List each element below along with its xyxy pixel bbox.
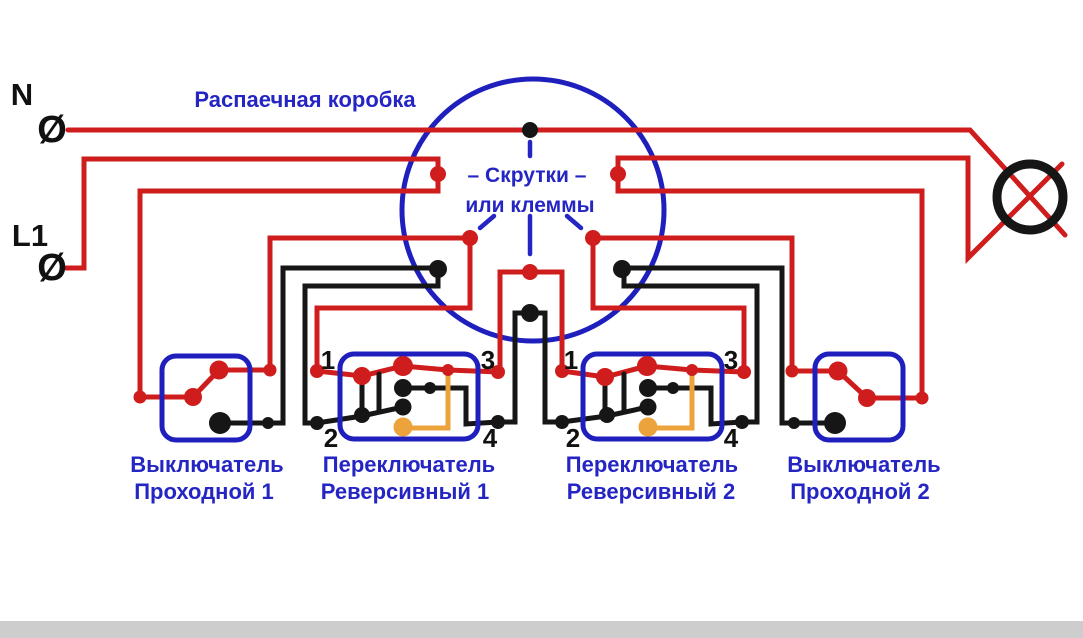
switch-box <box>812 351 906 443</box>
switch-box <box>580 351 725 442</box>
neutral-wire <box>65 127 1068 238</box>
switch-passthrough-1 <box>159 353 253 443</box>
junction-box-circle <box>399 76 667 344</box>
lamp <box>992 159 1068 235</box>
switch-box <box>159 353 253 443</box>
junction-box <box>399 76 667 344</box>
caption-sw1-line2: Проходной 1 <box>134 479 274 504</box>
caption-sw1-line1: Выключатель <box>130 452 283 477</box>
phase-terminal-icon: Ø <box>37 247 67 289</box>
bottom-strip <box>0 621 1083 638</box>
terminal-number: 1 <box>564 345 578 375</box>
orange-links <box>393 370 695 437</box>
terminal-number: 1 <box>321 345 335 375</box>
lamp-ring <box>992 159 1068 235</box>
orange-contact-rev2 <box>638 417 658 437</box>
rev1-terminal-numbers: 1 2 3 4 <box>321 345 498 453</box>
switch-reversing-1 <box>337 351 481 442</box>
caption-rev1-line1: Переключатель <box>323 452 495 477</box>
switch-passthrough-2 <box>812 351 906 443</box>
terminal-number: 3 <box>481 345 495 375</box>
neutral-terminal-label: N <box>11 77 33 112</box>
terminal-number: 2 <box>324 423 338 453</box>
twist-note-line1: – Скрутки – <box>468 164 587 187</box>
caption-sw2-line2: Проходной 2 <box>790 479 930 504</box>
neutral-terminal-icon: Ø <box>37 109 67 151</box>
switch-reversing-2 <box>580 351 725 442</box>
caption-rev2-line2: Реверсивный 2 <box>567 479 736 504</box>
switch-captions: Выключатель Проходной 1 Переключатель Ре… <box>130 452 940 504</box>
caption-sw2-line1: Выключатель <box>787 452 940 477</box>
junction-box-title: Распаечная коробка <box>194 87 416 112</box>
caption-rev1-line2: Реверсивный 1 <box>321 479 490 504</box>
twist-note-line2: или клеммы <box>465 194 594 217</box>
phase-terminal-label: L1 <box>12 218 48 253</box>
rev2-terminal-numbers: 1 2 3 4 <box>564 345 739 453</box>
caption-rev2-line1: Переключатель <box>566 452 738 477</box>
junction-dots <box>133 363 929 430</box>
switch-box <box>337 351 481 442</box>
terminal-number: 3 <box>724 345 738 375</box>
orange-contact-rev1 <box>393 417 413 437</box>
twist-nodes <box>429 122 631 322</box>
terminal-number: 2 <box>566 423 580 453</box>
terminal-number: 4 <box>483 423 498 453</box>
note-pointers <box>477 139 584 257</box>
terminal-number: 4 <box>724 423 739 453</box>
